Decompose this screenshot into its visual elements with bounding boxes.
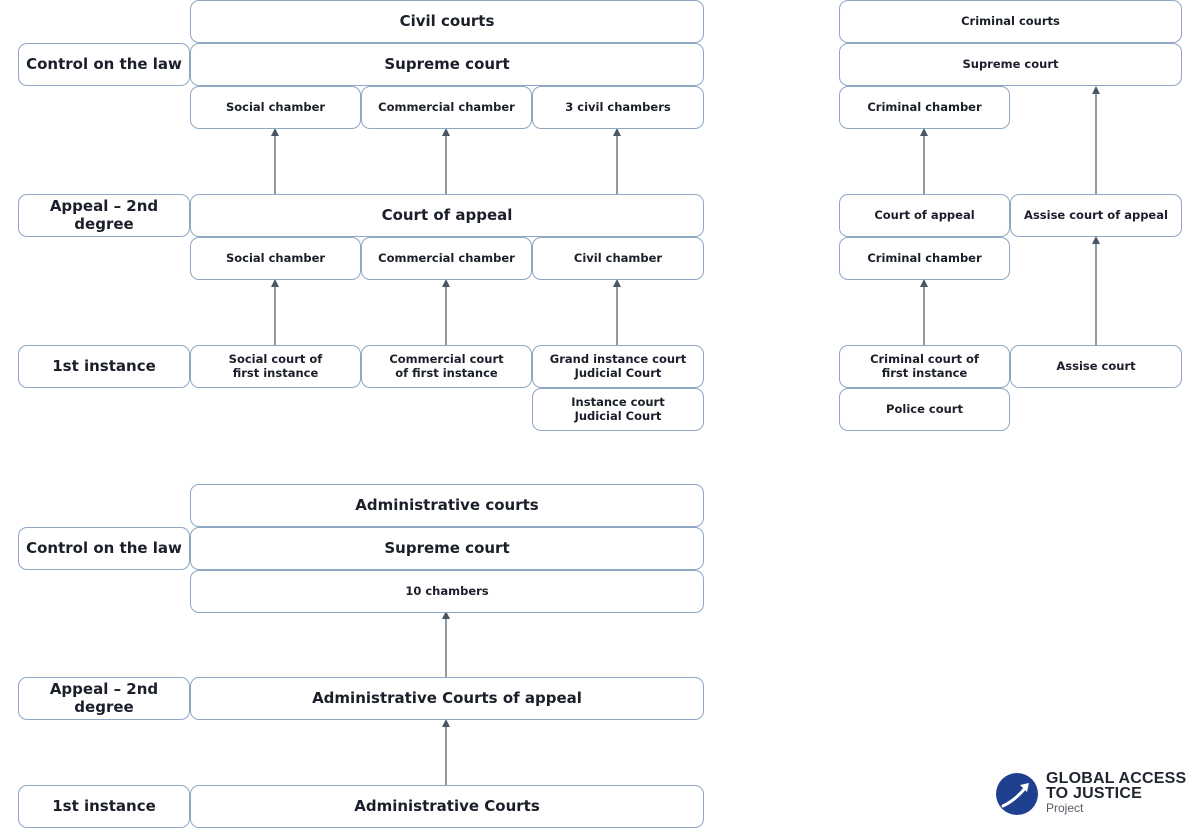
civil-appeal-commercial-chamber: Commercial chamber xyxy=(361,237,532,280)
arrowhead xyxy=(442,611,450,619)
admin-level-first: 1st instance xyxy=(18,785,190,828)
admin-supreme-court: Supreme court xyxy=(190,527,704,570)
admin-level-appeal: Appeal – 2nd degree xyxy=(18,677,190,720)
arrowhead xyxy=(613,128,621,136)
admin-level-control: Control on the law xyxy=(18,527,190,570)
arrowhead xyxy=(920,128,928,136)
civil-appeal-social-chamber: Social chamber xyxy=(190,237,361,280)
civil-court-of-appeal: Court of appeal xyxy=(190,194,704,237)
logo-text-line3: Project xyxy=(1046,801,1084,815)
civil-social-court-first-instance: Social court of first instance xyxy=(190,345,361,388)
civil-level-first: 1st instance xyxy=(18,345,190,388)
civil-level-appeal: Appeal – 2nd degree xyxy=(18,194,190,237)
criminal-supreme-court: Supreme court xyxy=(839,43,1182,86)
criminal-assise-court: Assise court xyxy=(1010,345,1182,388)
civil-courts-title: Civil courts xyxy=(190,0,704,43)
admin-10-chambers: 10 chambers xyxy=(190,570,704,613)
criminal-court-first-instance: Criminal court of first instance xyxy=(839,345,1010,388)
admin-courts-of-appeal: Administrative Courts of appeal xyxy=(190,677,704,720)
criminal-court-of-appeal: Court of appeal xyxy=(839,194,1010,237)
arrowhead xyxy=(920,279,928,287)
civil-supreme-commercial-chamber: Commercial chamber xyxy=(361,86,532,129)
civil-level-control: Control on the law xyxy=(18,43,190,86)
logo-text-line2: TO JUSTICE xyxy=(1046,785,1142,802)
civil-instance-court: Instance court Judicial Court xyxy=(532,388,704,431)
civil-supreme-social-chamber: Social chamber xyxy=(190,86,361,129)
civil-grand-instance-court: Grand instance court Judicial Court xyxy=(532,345,704,388)
arrowhead xyxy=(271,279,279,287)
logo-mark-icon xyxy=(996,773,1038,815)
arrowhead xyxy=(442,719,450,727)
criminal-police-court: Police court xyxy=(839,388,1010,431)
criminal-courts-title: Criminal courts xyxy=(839,0,1182,43)
arrowhead xyxy=(442,128,450,136)
arrowhead xyxy=(1092,86,1100,94)
arrowhead xyxy=(1092,236,1100,244)
civil-appeal-civil-chamber: Civil chamber xyxy=(532,237,704,280)
arrowhead xyxy=(613,279,621,287)
civil-commercial-court-first-instance: Commercial court of first instance xyxy=(361,345,532,388)
civil-supreme-court: Supreme court xyxy=(190,43,704,86)
arrowhead xyxy=(442,279,450,287)
logo-text-line1: GLOBAL ACCESS xyxy=(1046,770,1187,787)
admin-courts-first-instance: Administrative Courts xyxy=(190,785,704,828)
administrative-courts-title: Administrative courts xyxy=(190,484,704,527)
criminal-appeal-criminal-chamber: Criminal chamber xyxy=(839,237,1010,280)
civil-supreme-civil-chambers: 3 civil chambers xyxy=(532,86,704,129)
criminal-assise-court-of-appeal: Assise court of appeal xyxy=(1010,194,1182,237)
arrowhead xyxy=(271,128,279,136)
global-access-to-justice-logo: GLOBAL ACCESS TO JUSTICE Project xyxy=(995,770,1187,818)
criminal-supreme-criminal-chamber: Criminal chamber xyxy=(839,86,1010,129)
